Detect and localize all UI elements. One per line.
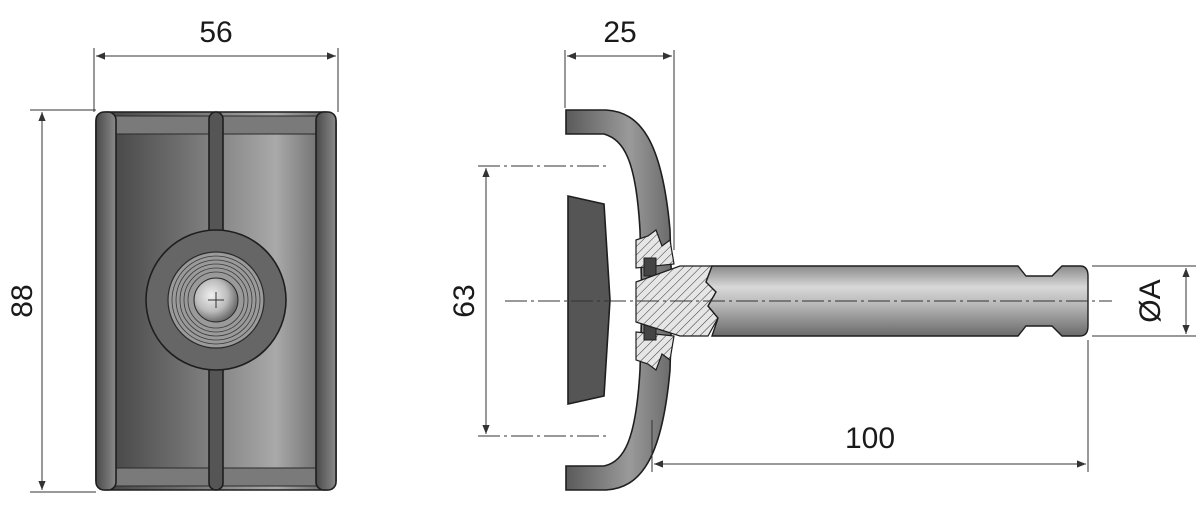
front-thread-rings (171, 255, 261, 345)
dimension-diameter: ØA (1092, 265, 1196, 337)
front-top-rib (208, 111, 224, 247)
front-view (95, 111, 337, 491)
depth-label: 25 (603, 16, 636, 49)
side-lock-top (643, 257, 657, 277)
front-left-rail (95, 111, 117, 491)
front-right-rail (315, 111, 337, 491)
flange-label: 63 (448, 284, 481, 317)
side-flange (565, 109, 673, 491)
height-label: 88 (6, 284, 39, 317)
dimension-length: 100 (651, 340, 1089, 472)
side-view (565, 109, 1089, 491)
diameter-label: ØA (1134, 279, 1167, 322)
side-pad (567, 195, 611, 405)
front-bottom-rib (208, 353, 224, 491)
width-label: 56 (199, 16, 232, 49)
dimension-depth: 25 (564, 16, 675, 250)
length-label: 100 (845, 422, 895, 455)
dimension-width: 56 (93, 16, 339, 112)
dimension-flange: 63 (448, 165, 610, 437)
dimension-height: 88 (6, 109, 96, 493)
